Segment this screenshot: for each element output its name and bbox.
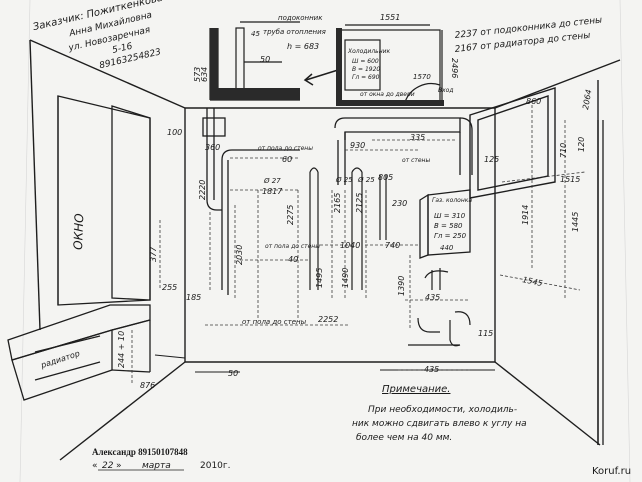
inset-sill-label: подоконник xyxy=(278,14,323,22)
dim-note-3: от пола до стены xyxy=(242,318,307,326)
inset-entry-label: Вход xyxy=(438,87,454,94)
dim-435b: 435 xyxy=(424,365,439,374)
inset-dim-50: 50 xyxy=(260,55,270,64)
dim-1445: 1445 xyxy=(571,212,580,232)
dim-120: 120 xyxy=(577,137,586,152)
customer-line-4: 5-16 xyxy=(111,42,133,56)
inset-dim-634: 634 xyxy=(200,67,209,82)
inset-sill-hatch xyxy=(210,28,300,100)
dim-1545: 1545 xyxy=(522,275,544,288)
inset-pipe-label: труба отопления xyxy=(263,28,326,36)
inset-dim-2496: 2496 xyxy=(450,58,459,78)
dim-115: 115 xyxy=(478,329,493,338)
doorway xyxy=(597,120,604,445)
note-block: Примечание. При необходимости, холодиль-… xyxy=(352,384,527,443)
dim-note-4: от стены xyxy=(402,157,430,164)
note-line-1: При необходимости, холодиль- xyxy=(368,405,517,415)
footer-date: « 22 » марта 2010г. xyxy=(92,461,231,471)
date-day: 22 xyxy=(102,461,114,471)
dim-1490: 1490 xyxy=(341,268,350,288)
dim-2252: 2252 xyxy=(318,315,338,324)
water-pipes xyxy=(309,167,387,290)
dim-740: 740 xyxy=(385,241,400,250)
inset-dim-1570: 1570 xyxy=(413,73,431,81)
inset-cabinet-w: Ш = 600 xyxy=(352,58,379,65)
dim-377: 377 xyxy=(149,246,158,262)
dim-930: 930 xyxy=(350,141,365,150)
right-wall-window xyxy=(469,87,556,199)
dim-335: 335 xyxy=(410,133,425,142)
dim-1914: 1914 xyxy=(521,205,530,225)
paper-grid xyxy=(19,0,631,482)
dim-876: 876 xyxy=(140,381,155,390)
dim-2064: 2064 xyxy=(581,89,593,111)
note-title: Примечание. xyxy=(382,384,450,395)
dim-710: 710 xyxy=(559,143,568,158)
dim-2125: 2125 xyxy=(355,193,364,213)
date-month: марта xyxy=(142,461,171,471)
dim-185: 185 xyxy=(186,293,201,302)
dim-255: 255 xyxy=(162,283,177,292)
date-open-quote: « xyxy=(92,461,98,471)
inset-plan-walls xyxy=(336,28,444,106)
watermark: Koruf.ru xyxy=(592,466,631,477)
date-year: 2010г. xyxy=(200,461,231,471)
dim-60: 60 xyxy=(282,155,292,164)
note-line-3: более чем на 40 мм. xyxy=(356,433,452,443)
inset-h-label: h = 683 xyxy=(287,42,319,51)
dim-360: 360 xyxy=(205,143,220,152)
dim-1495: 1495 xyxy=(315,268,324,288)
dim-1515: 1515 xyxy=(560,175,580,184)
sill-radiator-block xyxy=(7,304,151,401)
dim-2030: 2030 xyxy=(235,245,244,265)
dim-230: 230 xyxy=(392,199,407,208)
heater-w: Ш = 310 xyxy=(434,212,466,220)
dim-2275: 2275 xyxy=(286,205,295,225)
dim-244-10: 244 + 10 xyxy=(117,331,126,368)
dimension-lines xyxy=(131,105,586,385)
heater-d: Гл = 250 xyxy=(434,232,467,240)
gas-heater-labels: Газ. колонка Ш = 310 В = 580 Гл = 250 44… xyxy=(432,197,472,252)
dim-d27: Ø 27 xyxy=(263,177,281,185)
inset-dim-45: 45 xyxy=(251,30,260,38)
dim-125: 125 xyxy=(484,155,499,164)
footer-name: Александр 89150107848 xyxy=(92,447,188,457)
dim-100: 100 xyxy=(167,128,182,137)
dim-note-2: от пола до стены xyxy=(265,243,320,250)
inset-dim-1551: 1551 xyxy=(380,13,400,22)
dim-860: 860 xyxy=(526,97,541,106)
date-close-quote: » xyxy=(116,461,122,471)
heater-total: 440 xyxy=(440,244,454,252)
dim-805: 805 xyxy=(378,173,393,182)
inset-cabinet-label: Холодильник xyxy=(347,48,391,55)
heater-label: Газ. колонка xyxy=(432,197,472,204)
dim-d25b: Ø 25 xyxy=(357,176,375,184)
note-line-2: ник можно сдвигать влево к углу на xyxy=(352,419,527,429)
inset-cabinet-h: В = 1920 xyxy=(352,66,380,73)
window xyxy=(57,95,151,306)
sink-fittings xyxy=(408,268,471,347)
gas-heater xyxy=(419,189,471,259)
dimension-labels: 100 360 от пола до стены 60 930 335 от с… xyxy=(117,89,594,390)
dim-d25a: Ø 25 xyxy=(335,176,353,184)
dim-1040: 1040 xyxy=(340,241,360,250)
dim-1817: 1817 xyxy=(262,187,283,196)
dim-435a: 435 xyxy=(425,293,440,302)
dim-1390: 1390 xyxy=(397,276,406,296)
window-label: ОКНО xyxy=(71,213,86,250)
inset-arrow xyxy=(303,69,339,86)
inset-dim-573: 573 xyxy=(193,67,202,82)
dim-2165: 2165 xyxy=(333,193,342,213)
heater-h: В = 580 xyxy=(434,222,463,230)
inset-cabinet-d: Гл = 690 xyxy=(352,74,380,81)
dim-note-1: от пола до стены xyxy=(258,145,313,152)
dim-2220: 2220 xyxy=(198,180,207,200)
dim-50: 50 xyxy=(228,369,238,378)
dim-40: 40 xyxy=(288,255,298,264)
inset-door-label: от окна до двери xyxy=(360,91,415,98)
